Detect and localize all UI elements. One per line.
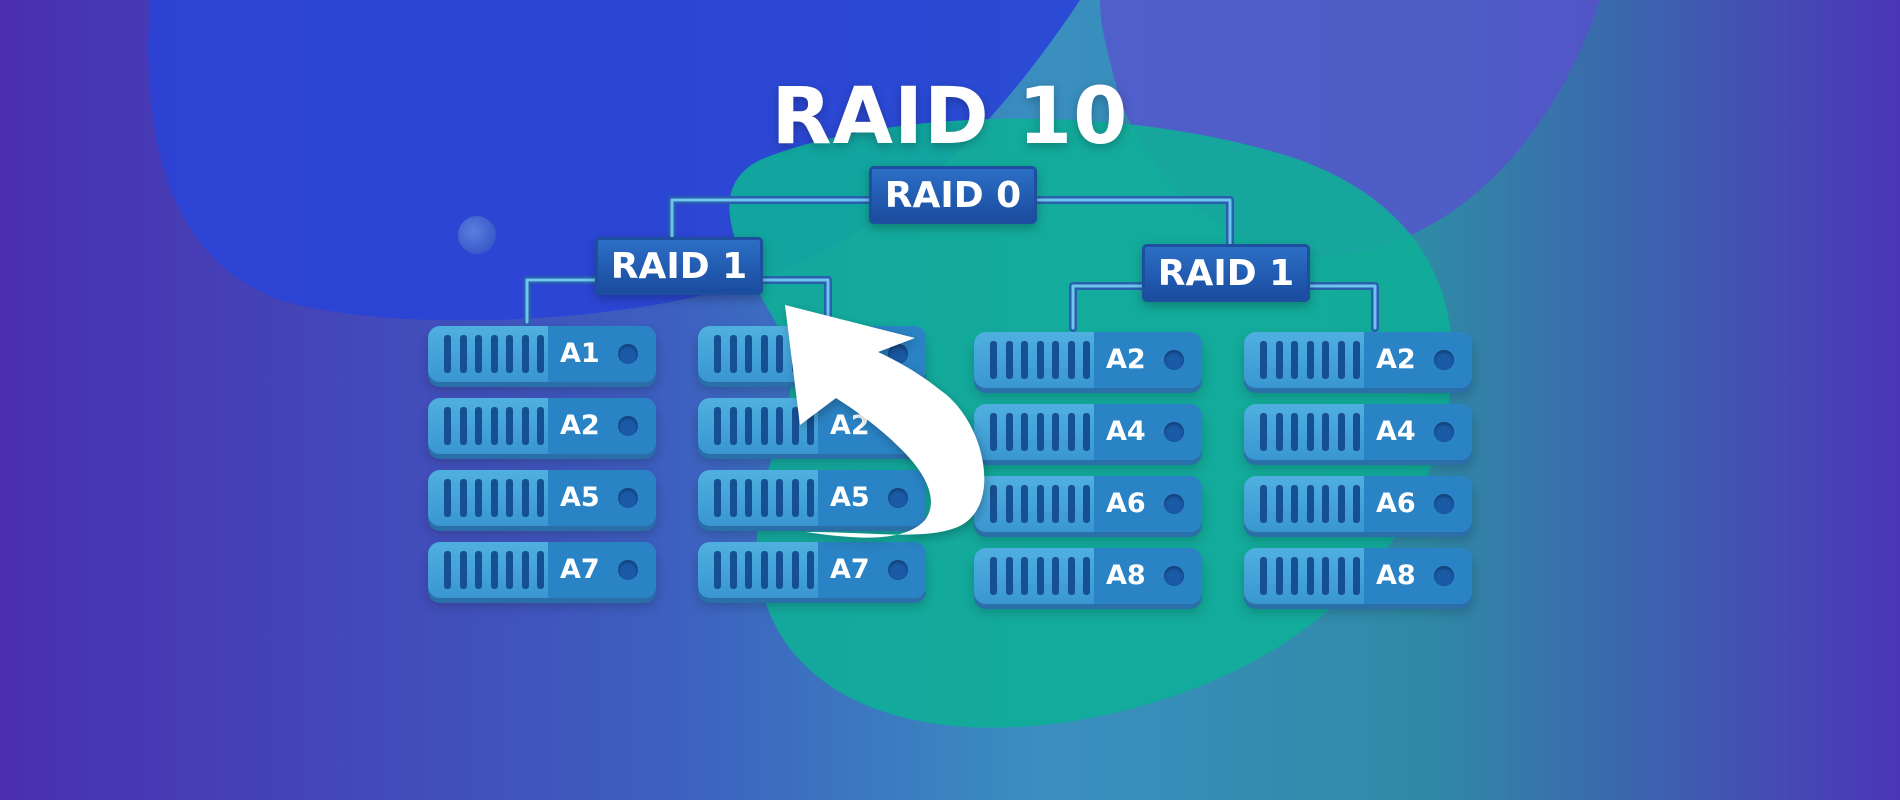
drive-led <box>888 560 908 580</box>
raid1-left-node: RAID 1 <box>595 237 763 295</box>
drive-label: A8 <box>1106 560 1146 591</box>
server-drive-icon: A7 <box>698 542 926 598</box>
server-drive-icon: A5 <box>428 470 656 526</box>
drive-label: A7 <box>830 554 870 585</box>
server-drive-icon: A7 <box>428 542 656 598</box>
server-drive-icon: A2 <box>428 398 656 454</box>
drive-label: A2 <box>1106 344 1146 375</box>
server-drive-icon: A2 <box>1244 332 1472 388</box>
drive-led <box>888 344 908 364</box>
drive-label: A2 <box>560 410 600 441</box>
server-drive-icon: A1 <box>698 326 926 382</box>
diagram-title: RAID 10 <box>771 72 1129 162</box>
drive-led <box>1434 422 1454 442</box>
drive-led <box>1164 422 1184 442</box>
drive-led <box>618 416 638 436</box>
drive-led <box>1434 350 1454 370</box>
drive-led <box>618 560 638 580</box>
raid0-node: RAID 0 <box>869 166 1037 224</box>
drive-led <box>1164 494 1184 514</box>
drive-label: A8 <box>1376 560 1416 591</box>
raid1-right-label: RAID 1 <box>1157 252 1295 294</box>
drive-led <box>888 416 908 436</box>
drive-led <box>1434 566 1454 586</box>
drive-led <box>888 488 908 508</box>
server-drive-icon: A6 <box>1244 476 1472 532</box>
server-drive-icon: A8 <box>1244 548 1472 604</box>
drive-led <box>618 344 638 364</box>
drive-label: A2 <box>1376 344 1416 375</box>
server-drive-icon: A1 <box>428 326 656 382</box>
server-drive-icon: A2 <box>698 398 926 454</box>
raid1-left-label: RAID 1 <box>610 245 748 287</box>
blue-blob <box>148 0 1081 321</box>
server-drive-icon: A4 <box>1244 404 1472 460</box>
server-drive-icon: A2 <box>974 332 1202 388</box>
decorative-dot <box>458 216 496 254</box>
drive-label: A4 <box>1106 416 1146 447</box>
server-drive-icon: A6 <box>974 476 1202 532</box>
server-drive-icon: A5 <box>698 470 926 526</box>
drive-label: A7 <box>560 554 600 585</box>
drive-label: A5 <box>560 482 600 513</box>
drive-column-1: A1 A2 A5 A7 <box>428 326 656 614</box>
drive-column-2: A1 A2 A5 A7 <box>698 326 926 614</box>
drive-label: A6 <box>1376 488 1416 519</box>
drive-led <box>1434 494 1454 514</box>
raid1-right-node: RAID 1 <box>1142 244 1310 302</box>
drive-label: A6 <box>1106 488 1146 519</box>
drive-label: A2 <box>830 410 870 441</box>
drive-led <box>1164 566 1184 586</box>
server-drive-icon: A8 <box>974 548 1202 604</box>
server-drive-icon: A4 <box>974 404 1202 460</box>
drive-label: A5 <box>830 482 870 513</box>
raid0-label: RAID 0 <box>884 174 1022 216</box>
drive-led <box>618 488 638 508</box>
drive-column-3: A2 A4 A6 A8 <box>974 332 1202 620</box>
drive-label: A1 <box>560 338 600 369</box>
drive-led <box>1164 350 1184 370</box>
drive-column-4: A2 A4 A6 A8 <box>1244 332 1472 620</box>
drive-label: A4 <box>1376 416 1416 447</box>
drive-label: A1 <box>830 338 870 369</box>
